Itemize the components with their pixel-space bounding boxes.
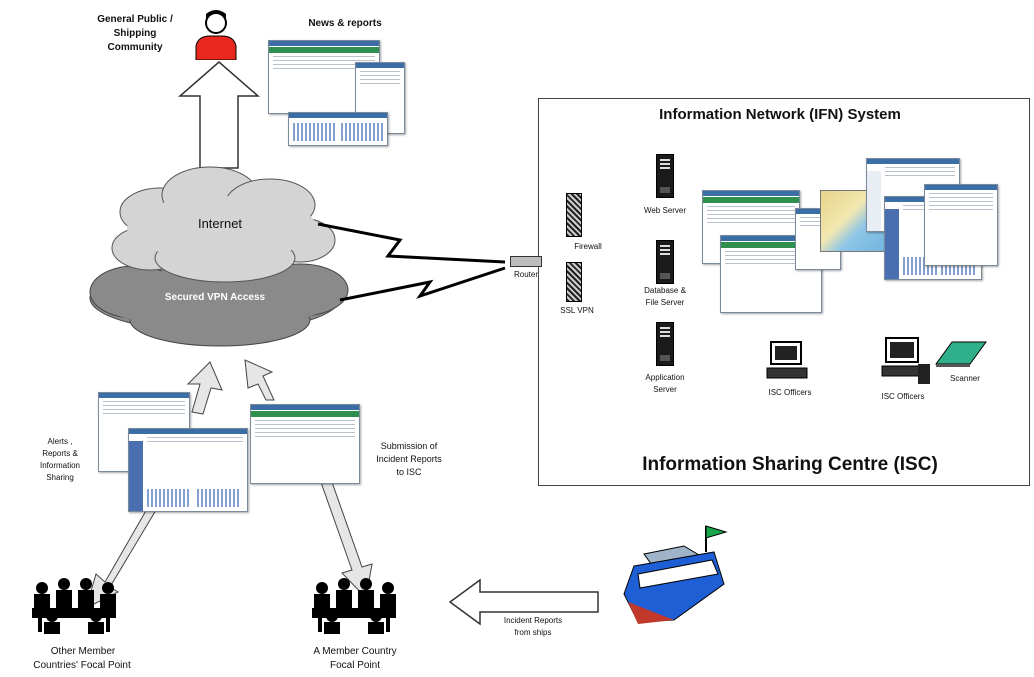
database-server-label1: Database &: [644, 286, 686, 295]
scanner-icon: [935, 341, 987, 367]
submission-label-2: Incident Reports: [376, 454, 442, 464]
isc-officers-label-2: ISC Officers: [881, 392, 925, 401]
alerts-label-2: Reports &: [42, 449, 78, 458]
up-arrow-to-public: [177, 61, 261, 169]
public-label-line1: General Public /: [97, 14, 173, 25]
meeting-icon: [312, 578, 396, 634]
news-reports-label: News & reports: [308, 18, 382, 29]
meeting-icon: [32, 578, 116, 634]
web-server-label: Web Server: [643, 206, 687, 215]
member-country-label-2: Focal Point: [329, 660, 381, 671]
web-server-icon: [656, 154, 674, 198]
firewall-icon: [566, 193, 582, 237]
public-label-line2: Shipping: [113, 28, 157, 39]
alerts-label-1: Alerts ,: [47, 437, 73, 446]
ship-icon: [623, 525, 728, 624]
application-server-label2: Server: [653, 385, 677, 394]
alerts-label-3: Information: [39, 461, 81, 470]
database-server-icon: [656, 240, 674, 284]
computer-icon: [766, 341, 808, 379]
up-arrow-alerts: [186, 361, 223, 415]
isc-title: Information Sharing Centre (ISC): [642, 454, 938, 475]
database-server-label2: File Server: [645, 298, 685, 307]
incident-reports-arrow: [448, 578, 599, 626]
computer-icon: [881, 337, 930, 384]
person-icon: [195, 10, 237, 60]
submission-label-1: Submission of: [380, 441, 438, 451]
application-server-label1: Application: [645, 373, 685, 382]
submission-label-3: to ISC: [396, 467, 422, 477]
ssl-vpn-icon: [566, 262, 582, 302]
application-server-icon: [656, 322, 674, 366]
submission-screenshot: [250, 404, 360, 484]
router-label: Router: [513, 270, 538, 279]
firewall-label: Firewall: [574, 242, 602, 251]
news-chart-screenshot: [288, 112, 388, 146]
other-countries-label-2: Countries' Focal Point: [33, 660, 131, 671]
isc-officers-label-1: ISC Officers: [768, 388, 812, 397]
up-arrow-submission: [244, 359, 275, 401]
internet-cloud-icon: [111, 166, 336, 283]
vpn-cloud-icon: [89, 263, 349, 347]
scanner-label: Scanner: [950, 374, 980, 383]
alerts-label-4: Sharing: [46, 473, 74, 482]
alerts-dashboard-screenshot: [128, 428, 248, 512]
public-label-line3: Community: [107, 42, 163, 53]
vpn-label: Secured VPN Access: [164, 292, 266, 303]
lightning-link-vpn: [339, 266, 506, 302]
other-countries-label-1: Other Member: [50, 646, 116, 657]
incident-reports-label-1: Incident Reports: [503, 616, 563, 625]
lightning-link-internet: [317, 222, 506, 264]
router-icon: [510, 256, 542, 267]
isc-screenshot-5: [924, 184, 998, 266]
member-country-label-1: A Member Country: [313, 646, 397, 657]
internet-label: Internet: [197, 216, 243, 231]
incident-reports-label-2: from ships: [514, 628, 552, 637]
ifn-title: Information Network (IFN) System: [659, 106, 901, 123]
ssl-vpn-label: SSL VPN: [560, 306, 594, 315]
